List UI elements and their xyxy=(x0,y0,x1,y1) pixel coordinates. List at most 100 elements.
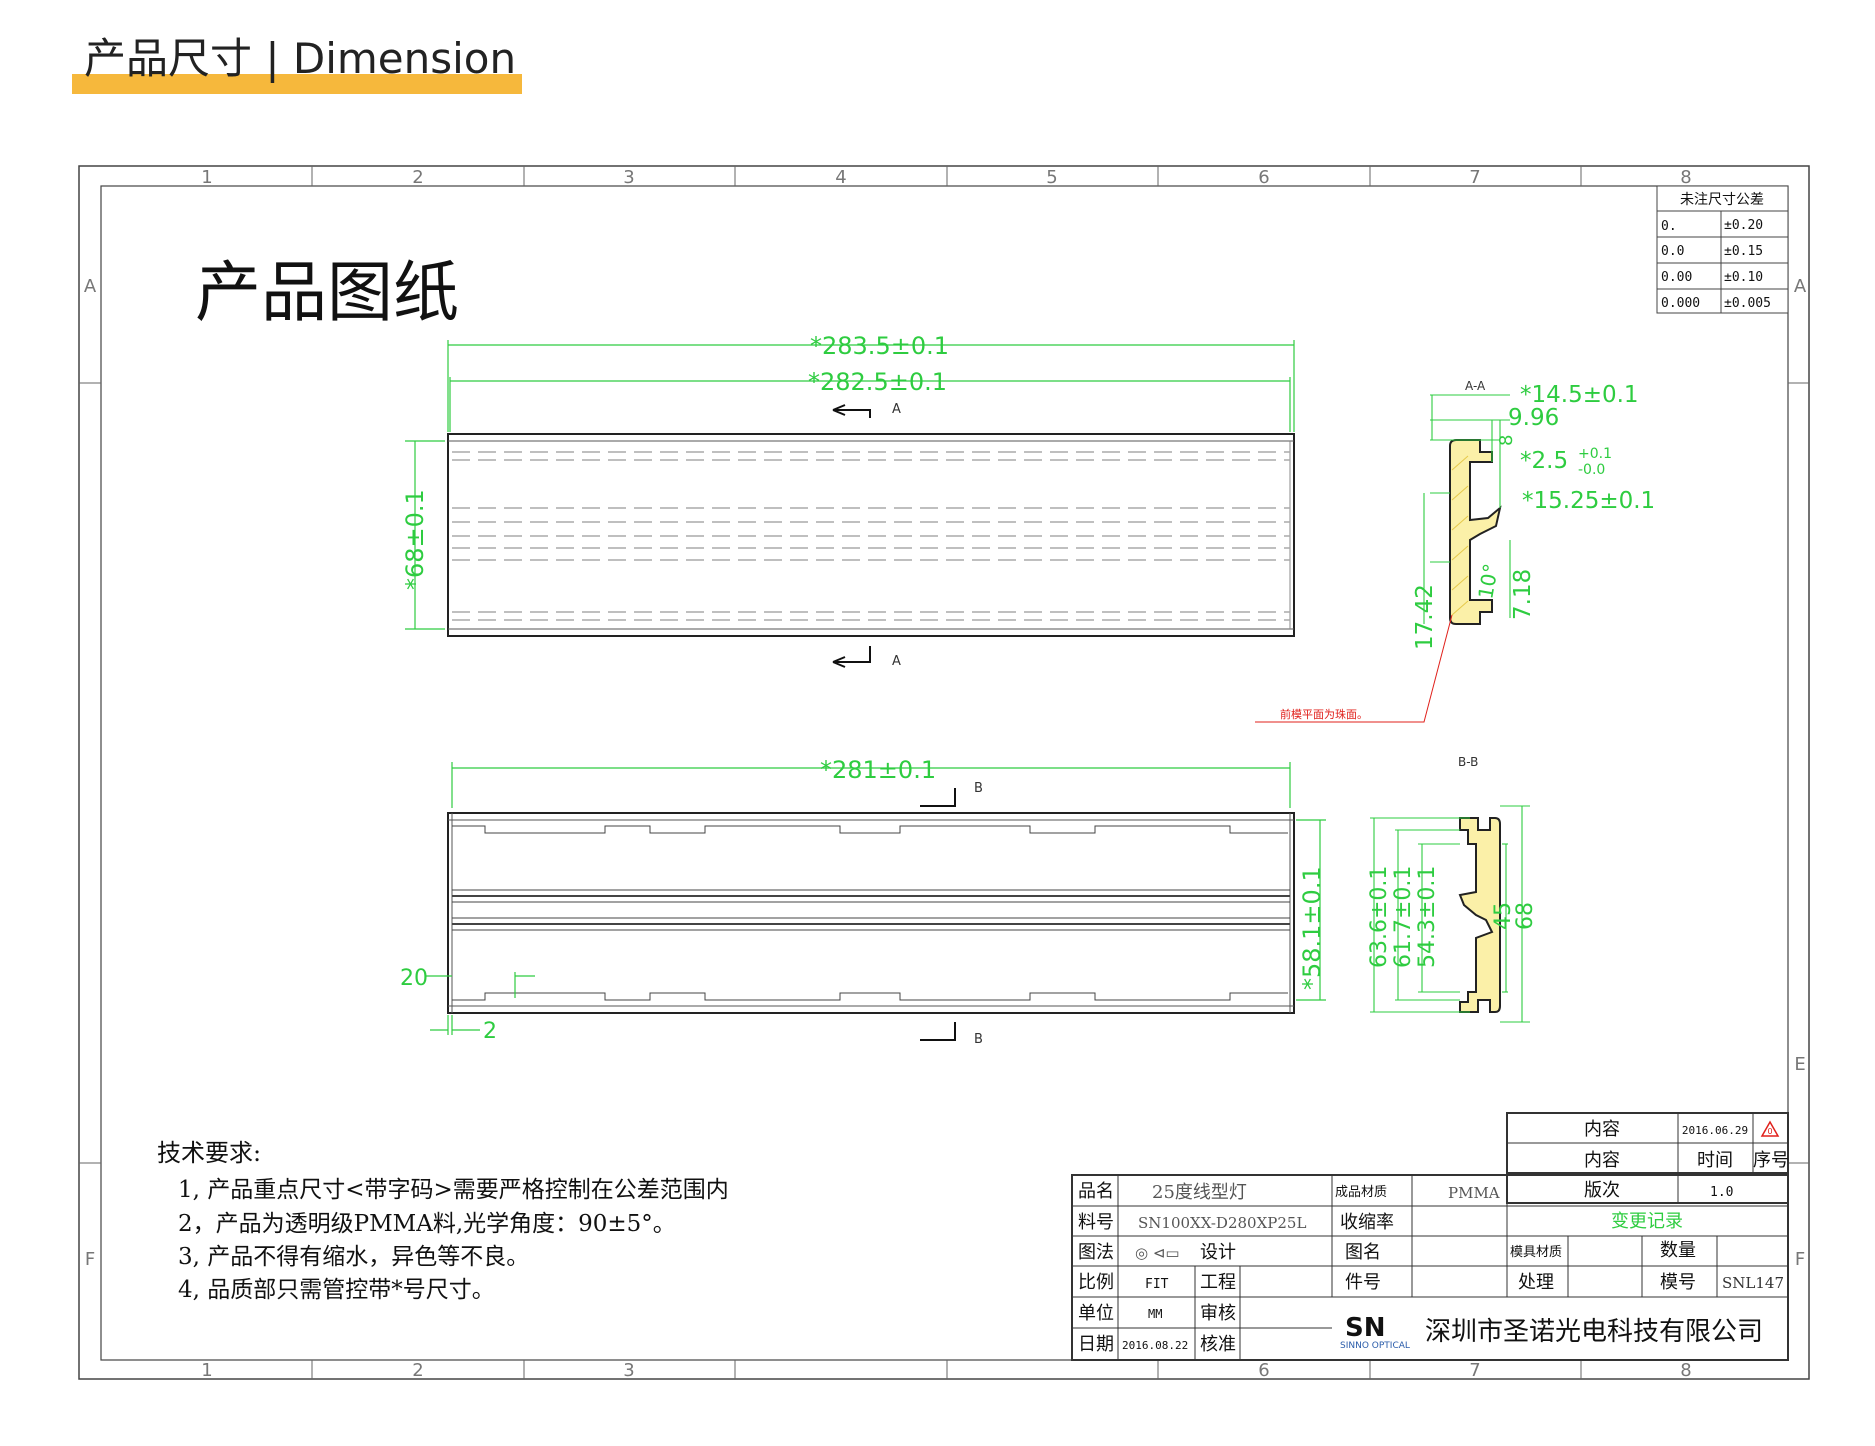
bottom-view: *281±0.1 *58.1±0.1 20 2 B B xyxy=(400,756,1326,1047)
section-label-b-top: B xyxy=(974,781,983,796)
label-quantity: 数量 xyxy=(1660,1240,1696,1261)
zone-x-2: 2 xyxy=(412,167,423,188)
dim-a-996: 9.96 xyxy=(1508,405,1559,431)
section-a: A-A *14.5±0.1 9.96 8 *2.5 +0.1 -0.0 *15.… xyxy=(1255,379,1655,723)
section-a-dimensions xyxy=(1423,394,1511,624)
tol-spec-4: 0.000 xyxy=(1661,296,1700,311)
section-arrow-bottom xyxy=(832,646,871,668)
zone-x-6: 6 xyxy=(1258,167,1269,188)
section-a-profile xyxy=(1449,439,1502,625)
zone-x-6-bottom: 6 xyxy=(1258,1360,1269,1381)
version-label: 版次 xyxy=(1584,1180,1620,1201)
label-chengpin: 成品材质 xyxy=(1335,1185,1387,1200)
zone-y-f-right: F xyxy=(1795,1249,1805,1270)
dim-bottom-length: *281±0.1 xyxy=(820,756,936,784)
change-record: 变更记录 xyxy=(1611,1211,1683,1232)
dim-b-636: 63.6±0.1 xyxy=(1367,866,1392,968)
tol-value-2: ±0.15 xyxy=(1724,244,1763,259)
value-mold-no: SNL147 xyxy=(1722,1274,1784,1292)
label-hezhun: 核准 xyxy=(1200,1334,1236,1355)
tolerance-table: 未注尺寸公差 0. ±0.20 0.0 ±0.15 0.00 ±0.10 0.0… xyxy=(1656,185,1789,314)
dim-a-718: 7.18 xyxy=(1510,569,1536,620)
rev-seq-header: 序号 xyxy=(1753,1150,1789,1171)
inner-frame xyxy=(100,185,1789,1361)
bottom-view-outline xyxy=(447,812,1295,1014)
section-a-note: 前模平面为珠面。 xyxy=(1280,707,1368,721)
dim-top-total: *283.5±0.1 xyxy=(810,332,949,360)
value-pinming: 25度线型灯 xyxy=(1152,1182,1247,1203)
rev-content-2: 内容 xyxy=(1584,1150,1620,1171)
zone-y-f: F xyxy=(85,1249,95,1270)
rev-date-1: 2016.06.29 xyxy=(1682,1124,1748,1137)
dim-a-8: 8 xyxy=(1496,435,1517,446)
dim-b-617: 61.7±0.1 xyxy=(1391,866,1416,968)
tol-spec-3: 0.00 xyxy=(1661,270,1692,285)
label-shenhe: 审核 xyxy=(1200,1303,1236,1324)
value-tufa: ◎ ⊲▭ xyxy=(1135,1244,1180,1262)
section-a-label: A-A xyxy=(1465,379,1486,393)
label-jianhao: 件号 xyxy=(1345,1272,1381,1293)
label-bili: 比例 xyxy=(1078,1272,1114,1293)
section-b-profile xyxy=(1458,817,1501,1013)
tol-value-3: ±0.10 xyxy=(1724,270,1763,285)
section-arrow-b-top xyxy=(920,788,956,807)
bottom-view-top-profile xyxy=(452,825,1288,834)
dim-a-25: *2.5 xyxy=(1520,448,1568,474)
requirement-1: 1, 产品重点尺寸<带字码>需要严格控制在公差范围内 xyxy=(178,1177,729,1203)
company-name: 深圳市圣诺光电科技有限公司 xyxy=(1425,1317,1763,1347)
requirements-title: 技术要求: xyxy=(157,1139,261,1167)
page-title: 产品尺寸 | Dimension xyxy=(84,34,517,83)
label-mold-material: 模具材质 xyxy=(1510,1245,1562,1260)
label-riqi: 日期 xyxy=(1078,1334,1114,1355)
label-gongcheng: 工程 xyxy=(1200,1272,1236,1293)
dim-a-1742: 17.42 xyxy=(1412,584,1438,650)
zone-x-5: 5 xyxy=(1046,167,1057,188)
dim-bottom-edge-b: 2 xyxy=(483,1019,497,1044)
revision-triangle-icon xyxy=(1760,1120,1780,1137)
dim-a-145: *14.5±0.1 xyxy=(1520,382,1639,408)
dim-a-1525: *15.25±0.1 xyxy=(1522,488,1655,514)
top-view: *283.5±0.1 *282.5±0.1 *68±0.1 A A xyxy=(401,332,1295,669)
top-view-outline xyxy=(447,433,1295,637)
value-liaohao: SN100XX-D280XP25L xyxy=(1138,1214,1306,1232)
section-label-b-bottom: B xyxy=(974,1032,983,1047)
zone-y-a: A xyxy=(84,276,97,297)
company-logo-sub: SINNO OPTICAL xyxy=(1340,1341,1410,1351)
zone-y-e: E xyxy=(1794,1054,1805,1075)
requirement-2: 2，产品为透明级PMMA料,光学角度：90±5°。 xyxy=(178,1211,676,1237)
label-danwei: 单位 xyxy=(1078,1303,1114,1324)
top-view-dimensions xyxy=(405,340,1295,630)
value-bili: FIT xyxy=(1145,1277,1169,1292)
section-arrow-top xyxy=(832,404,871,418)
zone-x-3-bottom: 3 xyxy=(623,1360,634,1381)
company-logo: SN xyxy=(1345,1313,1386,1343)
zone-x-8: 8 xyxy=(1680,167,1691,188)
dim-bottom-edge-a: 20 xyxy=(400,966,428,991)
label-process: 处理 xyxy=(1518,1272,1554,1293)
technical-requirements: 技术要求: 1, 产品重点尺寸<带字码>需要严格控制在公差范围内 2，产品为透明… xyxy=(157,1139,729,1303)
dim-top-height: *68±0.1 xyxy=(401,489,429,590)
zone-x-2-bottom: 2 xyxy=(412,1360,423,1381)
title-block-text: 品名 25度线型灯 成品材质 PMMA 料号 SN100XX-D280XP25L… xyxy=(1078,1181,1784,1355)
section-a-hatch xyxy=(1451,455,1469,616)
value-chengpin: PMMA xyxy=(1448,1184,1500,1202)
requirement-4: 4, 品质部只需管控带*号尺寸。 xyxy=(178,1277,495,1303)
rev-time-header: 时间 xyxy=(1697,1150,1733,1171)
zone-x-1-bottom: 1 xyxy=(201,1360,212,1381)
dim-b-45: 45 xyxy=(1491,902,1516,930)
zone-labels: 1 2 3 4 5 6 7 8 1 2 3 6 7 8 A A E F F xyxy=(84,167,1807,1381)
title-block xyxy=(1071,1174,1789,1361)
section-arrow-b-bottom xyxy=(920,1022,956,1041)
value-riqi: 2016.08.22 xyxy=(1122,1339,1188,1352)
dim-bottom-height: *58.1±0.1 xyxy=(1298,866,1326,990)
label-mold-no: 模号 xyxy=(1660,1272,1696,1293)
zone-ticks xyxy=(79,166,1809,1379)
header-accent-bar xyxy=(72,74,522,94)
dim-b-543: 54.3±0.1 xyxy=(1415,866,1440,968)
dim-a-10deg: 10° xyxy=(1473,562,1503,601)
requirement-3: 3, 产品不得有缩水，异色等不良。 xyxy=(178,1244,529,1270)
label-tufa: 图法 xyxy=(1078,1242,1114,1263)
section-b: B-B 63.6±0.1 61.7±0.1 54.3±0.1 45 68 xyxy=(1367,755,1538,1023)
version-value: 1.0 xyxy=(1710,1185,1733,1200)
